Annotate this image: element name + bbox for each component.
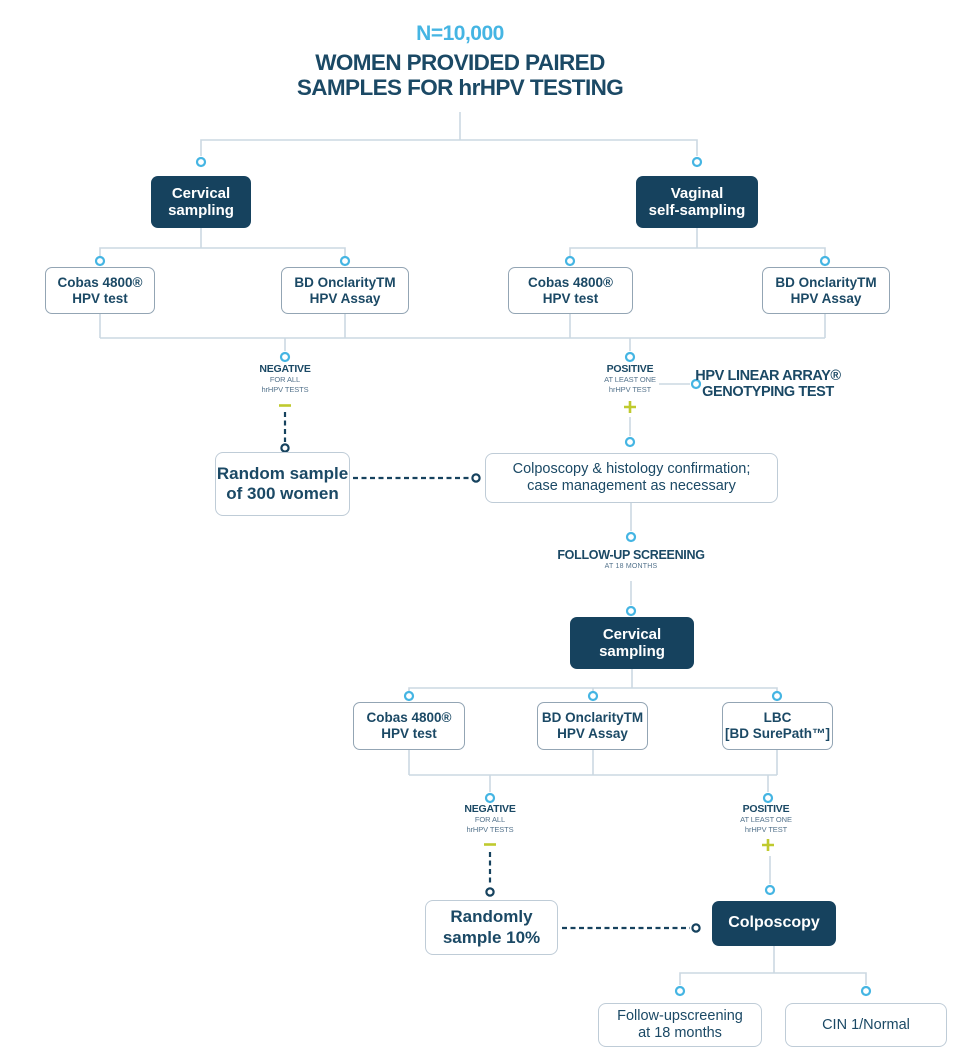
junction-dots-navy xyxy=(280,443,701,933)
result-signs xyxy=(279,401,774,851)
node-onclarity-assay-right: BD OnclarityTM HPV Assay xyxy=(762,267,890,314)
node-colposcopy: Colposcopy xyxy=(713,902,835,945)
node-cobas-test-followup: Cobas 4800® HPV test xyxy=(353,702,465,750)
node-cin1-normal: CIN 1/Normal xyxy=(785,1003,947,1047)
result-label-positive-2: POSITIVE AT LEAST ONE hrHPV TEST xyxy=(740,803,792,835)
node-onclarity-assay-left: BD OnclarityTM HPV Assay xyxy=(281,267,409,314)
diagram-title: WOMEN PROVIDED PAIRED SAMPLES FOR hrHPV … xyxy=(0,50,920,100)
node-cervical-sampling-1: Cervical sampling xyxy=(152,177,250,227)
node-cervical-sampling-2: Cervical sampling xyxy=(571,618,693,668)
junction-dots-cyan xyxy=(94,156,872,997)
plus-sign-1 xyxy=(624,401,636,413)
diagram-title-line2: SAMPLES FOR hrHPV TESTING xyxy=(296,75,624,100)
node-lbc-surepath: LBC [BD SurePath™] xyxy=(722,702,833,750)
node-cobas-test-right: Cobas 4800® HPV test xyxy=(508,267,633,314)
plus-sign-2 xyxy=(762,839,774,851)
diagram-title-line1: WOMEN PROVIDED PAIRED xyxy=(315,50,605,75)
result-label-negative-1: NEGATIVE FOR ALL hrHPV TESTS xyxy=(259,363,311,395)
result-label-positive-1: POSITIVE AT LEAST ONE hrHPV TEST xyxy=(604,363,656,395)
node-cobas-test-left: Cobas 4800® HPV test xyxy=(45,267,155,314)
result-label-negative-2: NEGATIVE FOR ALL hrHPV TESTS xyxy=(464,803,516,835)
solid-connectors xyxy=(99,112,867,985)
node-random-sample-300: Random sample of 300 women xyxy=(215,452,350,516)
study-size-label: N=10,000 xyxy=(416,22,504,45)
followup-screening-label: FOLLOW-UP SCREENING AT 18 MONTHS xyxy=(557,548,705,570)
node-randomly-sample-10pct: Randomly sample 10% xyxy=(425,900,558,955)
genotyping-test-label: HPV LINEAR ARRAY® GENOTYPING TEST xyxy=(695,368,841,400)
node-onclarity-assay-followup: BD OnclarityTM HPV Assay xyxy=(537,702,648,750)
dashed-connectors xyxy=(283,412,690,930)
node-followup-18-months: Follow-upscreening at 18 months xyxy=(598,1003,762,1047)
node-vaginal-self-sampling: Vaginal self-sampling xyxy=(637,177,757,227)
node-colposcopy-histology: Colposcopy & histology confirmation; cas… xyxy=(485,453,778,503)
